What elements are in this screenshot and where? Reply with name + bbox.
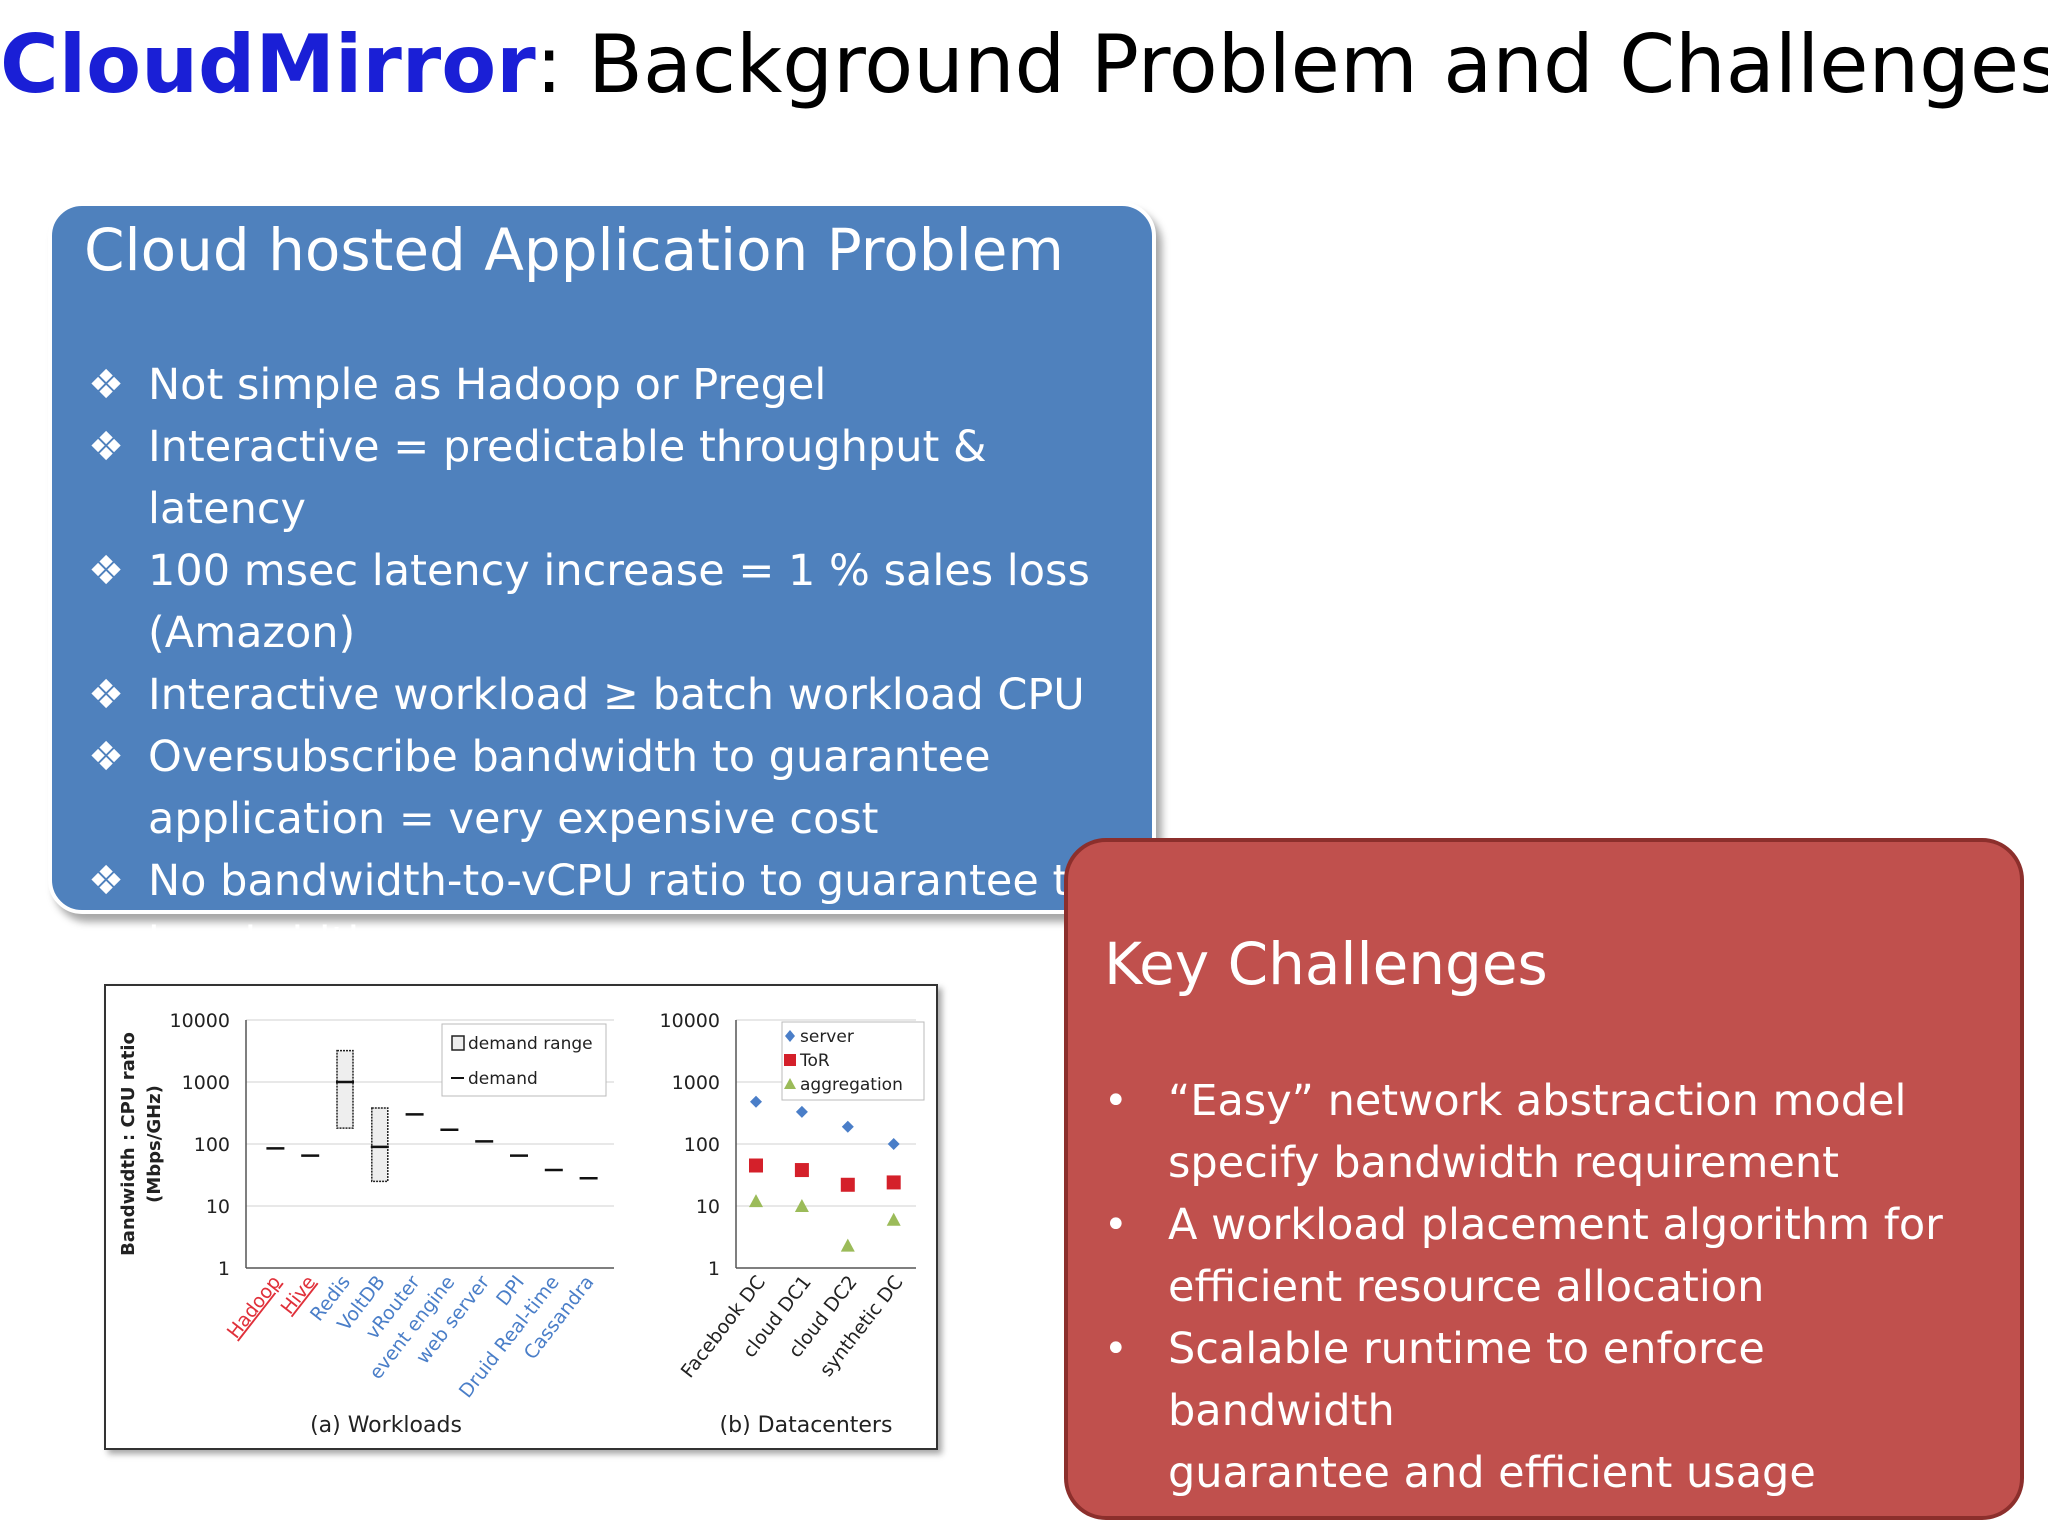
bullet-text: Oversubscribe bandwidth to guarantee [148,732,991,782]
tor-point [886,1175,901,1190]
bullet-text: efficient resource allocation [1168,1262,1765,1312]
bullet-icon: • [1104,1202,1128,1248]
aggregation-point [886,1212,901,1226]
demand-range-box [336,1049,354,1129]
bullet-item: • Scalable runtime to enforce bandwidth gu… [1104,1318,2004,1504]
bandwidth-chart: 110100100010000HadoopHiveRedisVoltDBvRou… [118,1010,925,1438]
y-axis-label: Bandwidth : CPU ratio [118,1032,139,1256]
server-point [887,1138,900,1150]
bullet-icon: ❖ [88,362,124,408]
y-tick-label-b: 1 [708,1258,720,1280]
challenges-box: Key Challenges • “Easy” network abstracti… [1064,838,2024,1520]
legend-label-demand: demand [468,1069,538,1089]
bullet-item: • “Easy” network abstraction model specify… [1104,1070,2004,1194]
legend-a [441,1023,607,1097]
bullet-text: Interactive = predictable throughput & l… [148,422,987,534]
challenges-title: Key Challenges [1104,930,1548,998]
bullet-text: “Easy” network abstraction model [1168,1076,1907,1126]
tor-point [840,1177,855,1192]
bullet-icon: ❖ [88,672,124,718]
problem-title: Cloud hosted Application Problem [84,216,1064,284]
demand-range-box [371,1107,389,1183]
y-tick-label-b: 100 [684,1134,720,1156]
legend-label-b: aggregation [800,1075,903,1095]
bullet-item: ❖ Not simple as Hadoop or Pregel [84,354,1144,416]
bullet-item: ❖ Interactive = predictable throughput & … [84,416,1144,540]
legend-aggregation-icon [784,1078,796,1089]
y-tick-label-a: 10 [206,1196,230,1218]
bullet-text: application = very expensive cost [148,794,879,844]
aggregation-point [749,1194,763,1208]
problem-list: ❖ Not simple as Hadoop or Pregel ❖ Interact… [84,354,1144,974]
legend-box-icon [451,1035,465,1051]
tor-point [749,1158,763,1173]
y-tick-label-a: 1000 [182,1072,230,1094]
bullet-text: 100 msec latency increase = 1 % sales lo… [148,546,1090,596]
legend-label-range: demand range [468,1034,593,1054]
bullet-text: No bandwidth-to-vCPU ratio to guarantee … [148,856,1124,906]
bullet-icon: ❖ [88,858,124,904]
server-point [841,1120,854,1133]
bullet-item: ❖ No bandwidth-to-vCPU ratio to guarantee… [84,850,1144,974]
bullet-icon: • [1104,1326,1128,1372]
bullet-icon: • [1104,1078,1128,1124]
problem-box: Cloud hosted Application Problem ❖ Not si… [48,202,1156,968]
bullet-icon: ❖ [88,424,124,470]
server-point [795,1105,808,1118]
bullet-text: Interactive workload ≥ batch workload CP… [148,670,1085,720]
legend-server-icon [785,1030,795,1042]
bullet-icon: ❖ [88,734,124,780]
bullet-item: ❖ 100 msec latency increase = 1 % sales l… [84,540,1144,664]
y-tick-label-a: 100 [194,1134,230,1156]
page-title: CloudMirror: Background Problem and Chal… [0,18,2048,111]
bullet-item: ❖ Oversubscribe bandwidth to guarantee app… [84,726,1144,850]
bullet-item: • A workload placement algorithm for effic… [1104,1194,2004,1318]
legend-label-b: server [800,1027,854,1047]
bullet-text: A workload placement algorithm for [1168,1200,1943,1250]
title-rest: : Background Problem and Challenges [535,18,2048,111]
y-tick-label-a: 1 [218,1258,230,1280]
x-axis-label-b: (b) Datacenters [720,1413,893,1438]
y-tick-label-a: 10000 [170,1010,230,1032]
bullet-text: (Amazon) [148,608,356,658]
legend-tor-icon [784,1054,796,1066]
legend-label-b: ToR [799,1051,830,1071]
bullet-text: guarantee and efficient usage [1168,1448,1816,1498]
bullet-item: ❖ Interactive workload ≥ batch workload C… [84,664,1144,726]
bullet-text: bandwidth usage [148,918,519,968]
aggregation-point [840,1238,855,1252]
legend-b [781,1021,925,1101]
aggregation-point [794,1199,809,1212]
bullet-text: specify bandwidth requirement [1168,1138,1839,1188]
x-tick-label-a: Hadoop [223,1272,285,1343]
server-point [750,1095,762,1108]
bullet-text: Scalable runtime to enforce bandwidth [1168,1324,1765,1436]
y-tick-label-b: 10 [696,1196,720,1218]
y-tick-label-b: 10000 [660,1010,720,1032]
y-axis-unit: (Mbps/GHz) [144,1085,165,1203]
x-axis-label-a: (a) Workloads [310,1413,462,1438]
bullet-text: Not simple as Hadoop or Pregel [148,360,827,410]
bullet-icon: ❖ [88,548,124,594]
y-tick-label-b: 1000 [672,1072,720,1094]
challenges-list: • “Easy” network abstraction model specify… [1104,1070,2004,1504]
tor-point [794,1163,809,1178]
title-brand: CloudMirror [0,18,536,111]
